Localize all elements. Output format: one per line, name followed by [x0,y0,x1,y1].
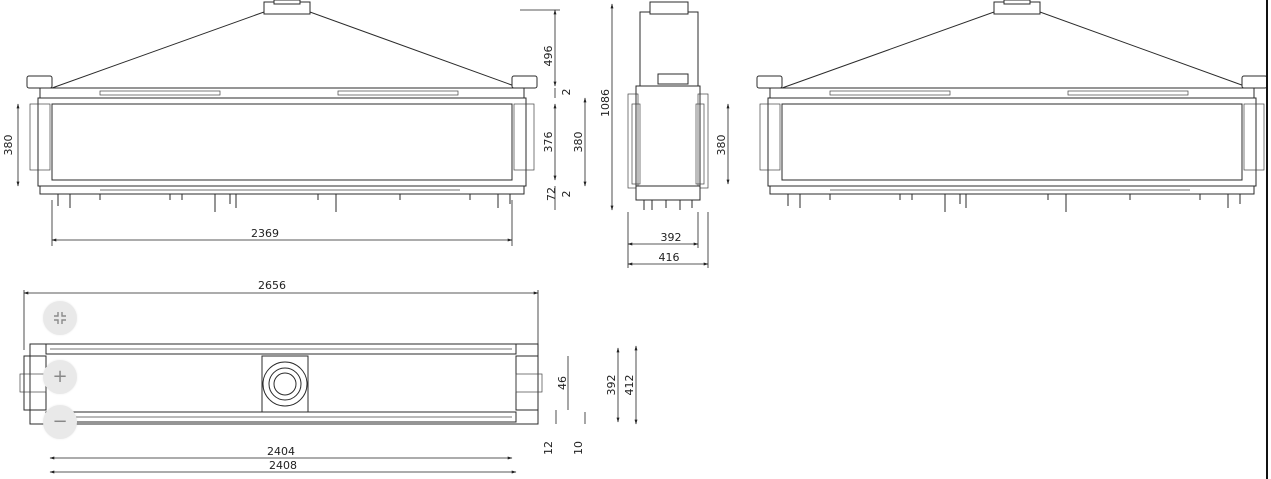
front-view-left [26,0,538,212]
dim-10: 10 [572,441,585,455]
dim-72: 72 [545,187,558,201]
dim-2-bottom: 2 [560,191,573,198]
dim-380-front-right: 380 [572,132,585,153]
front-view-right [756,0,1268,212]
compress-icon [54,312,66,324]
dim-2369: 2369 [251,227,279,240]
dim-1086: 1086 [599,89,612,117]
dim-2404: 2404 [267,445,295,458]
zoom-out-button[interactable]: − [43,405,77,439]
plus-icon: + [52,366,68,387]
dim-392-side: 392 [661,231,682,244]
dim-2-top: 2 [560,89,573,96]
dim-496: 496 [542,46,555,67]
fit-to-screen-button[interactable] [43,301,77,335]
dimension-labels: 496 2 376 380 72 2 380 2369 1086 380 392… [2,46,728,473]
dim-380-front-left: 380 [2,135,15,156]
dim-12: 12 [542,441,555,455]
zoom-in-button[interactable]: + [43,360,77,394]
side-view [627,1,709,210]
dim-2656: 2656 [258,279,286,292]
dim-46: 46 [556,376,569,390]
dim-416: 416 [659,251,680,264]
dim-380-side: 380 [715,135,728,156]
minus-icon: − [52,411,68,432]
dim-412: 412 [623,375,636,396]
dim-376: 376 [542,132,555,153]
top-view [19,343,543,425]
dimension-lines [16,3,730,474]
right-edge-divider [1266,0,1268,479]
dim-392-top: 392 [605,375,618,396]
dim-2408: 2408 [269,459,297,472]
